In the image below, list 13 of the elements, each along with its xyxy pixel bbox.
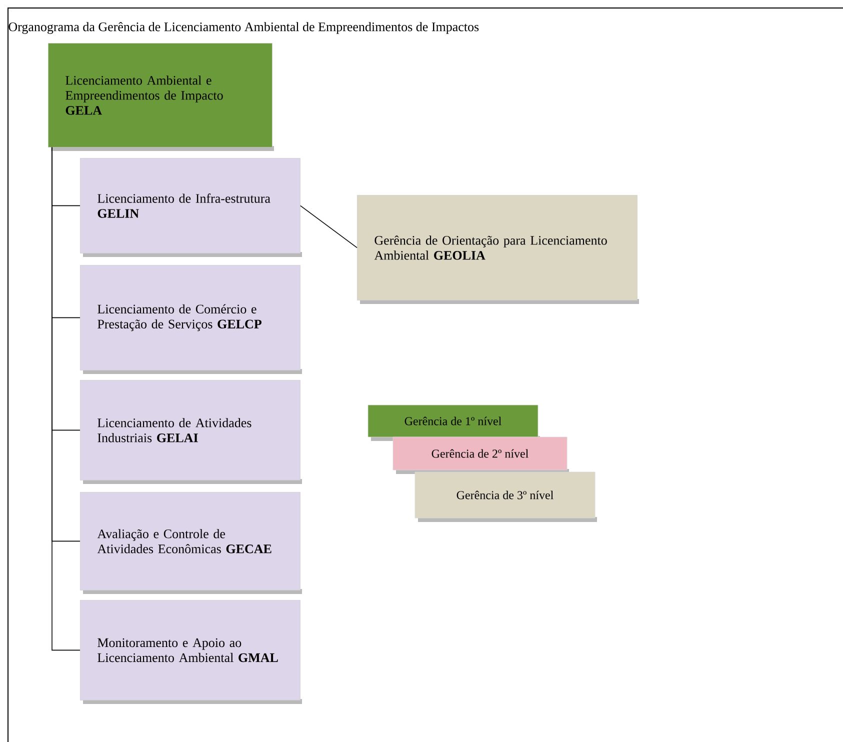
legend-box: Gerência de 3º nível — [414, 472, 596, 518]
connector — [300, 205, 358, 248]
legend-box: Gerência de 2º nível — [392, 436, 568, 470]
org-box: Licenciamento de Infra-estrutura GELIN — [80, 158, 300, 254]
org-box: Licenciamento de Atividades Industriais GELAI — [80, 380, 300, 480]
legend-box: Gerência de 1º nível — [368, 404, 538, 438]
connector — [52, 147, 80, 651]
org-box: Gerência de Orientação para Licenciamento Ambiental GEOLIA — [357, 195, 638, 300]
org-box: Avaliação e Controle de Atividades Econômicas GECAE — [80, 492, 300, 590]
org-box: Licenciamento de Comércio e Prestação de Serviços GELCP — [80, 265, 300, 370]
org-box: Monitoramento e Apoio ao Licenciamento Ambiental GMAL — [80, 600, 300, 700]
title: Organograma da Gerência de Licenciamento Ambiental de Empreendimentos de Impactos — [8, 22, 479, 34]
org-box: Licenciamento Ambiental e Empreendimentos de Impacto GELA — [48, 43, 272, 148]
